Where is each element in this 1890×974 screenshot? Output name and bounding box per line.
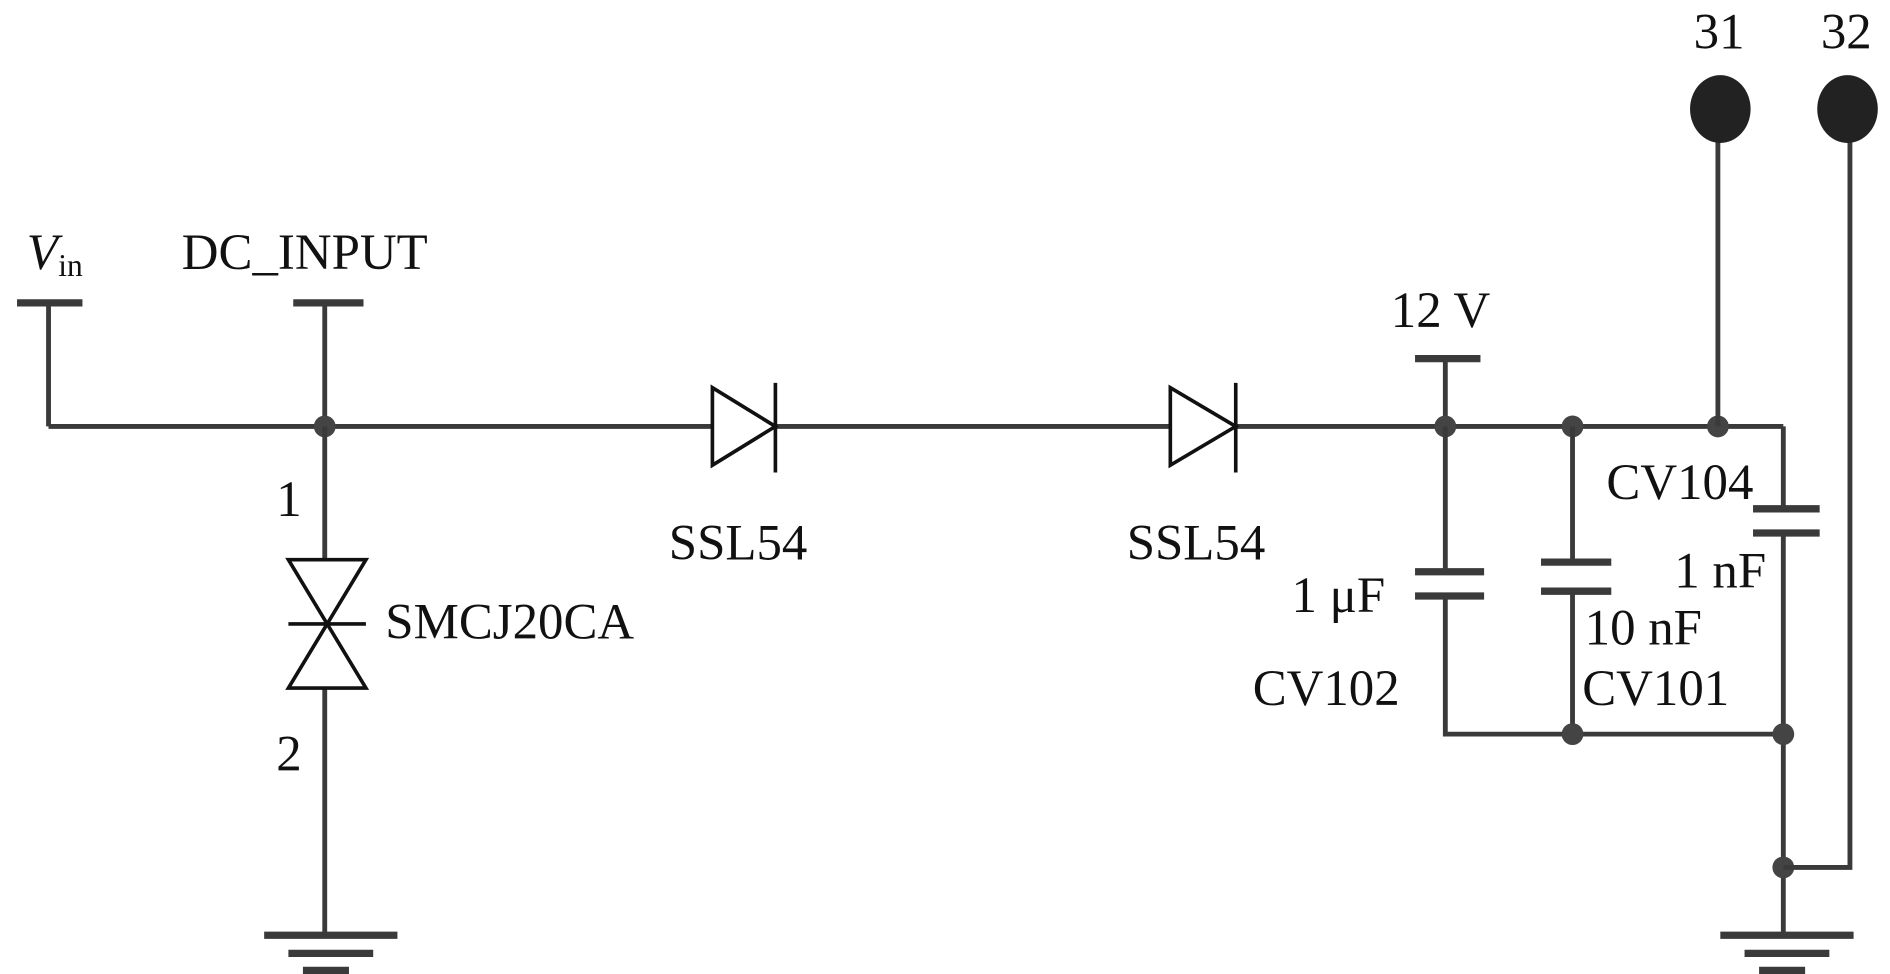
v12-label: 12 V (1391, 283, 1491, 339)
capacitor-cv101: 10 nF CV101 (1541, 426, 1729, 735)
diode-2-label: SSL54 (1127, 516, 1266, 572)
pad-31: 31 (1690, 4, 1751, 427)
ground-left-icon (264, 931, 398, 974)
pad-32: 32 (1783, 4, 1878, 870)
cv104-value: 1 nF (1674, 544, 1766, 600)
tvs-pin1: 1 (276, 472, 301, 528)
diode-2: SSL54 (1127, 382, 1266, 572)
pad-31-label: 31 (1694, 4, 1745, 60)
pad-32-label: 32 (1821, 4, 1872, 60)
vin-subscript: in (58, 248, 83, 283)
tvs-pin2: 2 (276, 726, 301, 782)
tvs-diode: 1 2 SMCJ20CA (276, 426, 634, 936)
cv102-name: CV102 (1253, 661, 1400, 717)
vin-port: V in (17, 225, 83, 427)
diode-1-label: SSL54 (669, 516, 808, 572)
dc-input-label: DC_INPUT (182, 225, 428, 281)
v12-port: 12 V (1391, 283, 1491, 427)
cv101-name: CV101 (1582, 661, 1729, 717)
tvs-label: SMCJ20CA (385, 594, 634, 650)
ground-right-icon (1720, 931, 1854, 974)
dc-input-port: DC_INPUT (182, 225, 428, 427)
vin-label: V (27, 225, 63, 281)
capacitor-cv102: 1 μF CV102 (1253, 426, 1784, 737)
junction-dot (1561, 723, 1584, 746)
cv104-name: CV104 (1606, 455, 1753, 511)
diode-1: SSL54 (669, 382, 808, 572)
capacitor-cv104: CV104 1 nF (1606, 426, 1820, 936)
cv101-value: 10 nF (1585, 600, 1702, 656)
junction-dot (1772, 723, 1795, 746)
cv102-value: 1 μF (1291, 568, 1385, 624)
